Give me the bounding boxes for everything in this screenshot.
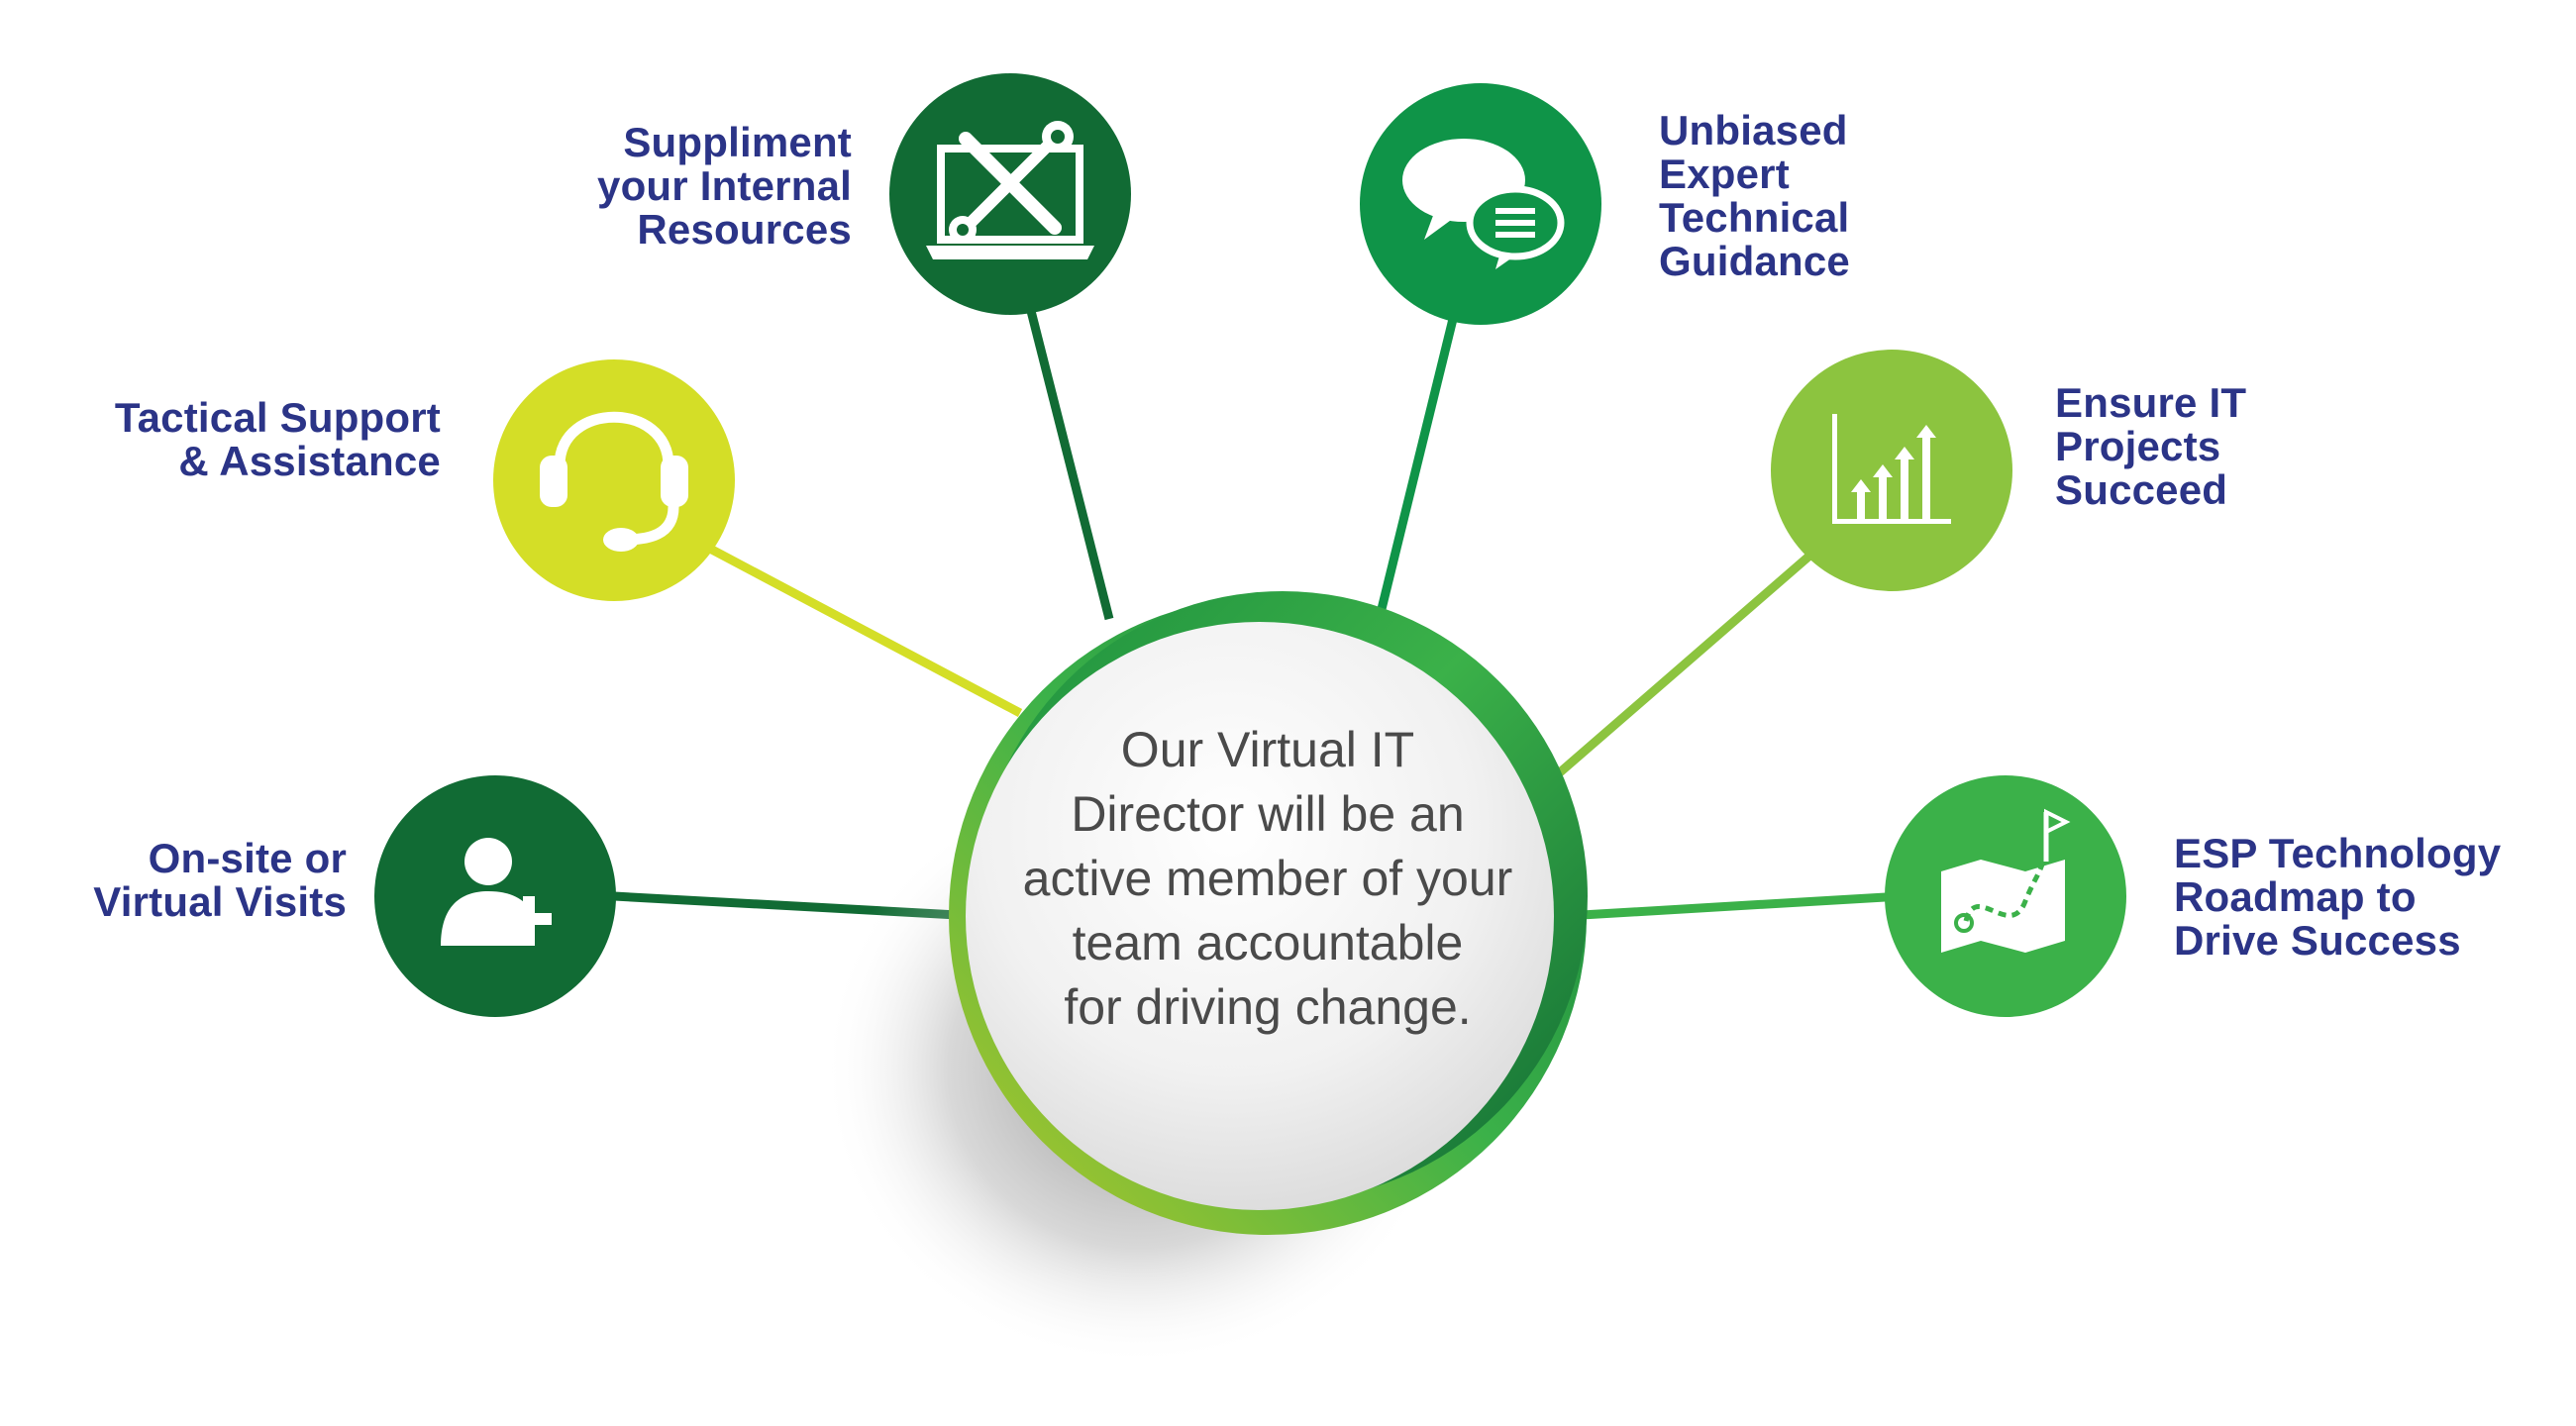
label-onsite: On-site or Virtual Visits bbox=[93, 835, 347, 926]
node-circle-ensure bbox=[1771, 350, 2012, 591]
connector-suppliment bbox=[1025, 305, 1114, 621]
center-circle bbox=[949, 591, 1588, 1235]
node-circle-tactical bbox=[493, 359, 735, 601]
connector-roadmap bbox=[1564, 891, 1903, 921]
user-plus-icon bbox=[441, 838, 552, 946]
chat-bubbles-icon bbox=[1402, 139, 1565, 269]
connector-unbiased bbox=[1377, 305, 1461, 611]
label-suppliment: Suppliment your Internal Resources bbox=[597, 119, 852, 254]
label-tactical: Tactical Support & Assistance bbox=[114, 394, 441, 485]
laptop-tools-icon bbox=[926, 121, 1094, 259]
connector-tactical bbox=[690, 536, 1023, 717]
label-roadmap: ESP Technology Roadmap to Drive Success bbox=[2174, 830, 2502, 965]
label-ensure: Ensure IT Projects Succeed bbox=[2055, 379, 2247, 514]
growth-chart-icon bbox=[1832, 414, 1951, 524]
connector-ensure bbox=[1557, 541, 1825, 776]
headset-icon bbox=[540, 411, 688, 552]
center-text: Our Virtual IT Director will be an activ… bbox=[1022, 722, 1513, 1035]
node-circle-suppliment bbox=[889, 73, 1131, 315]
label-unbiased: Unbiased Expert Technical Guidance bbox=[1659, 107, 1850, 285]
roadmap-icon bbox=[1941, 808, 2071, 953]
